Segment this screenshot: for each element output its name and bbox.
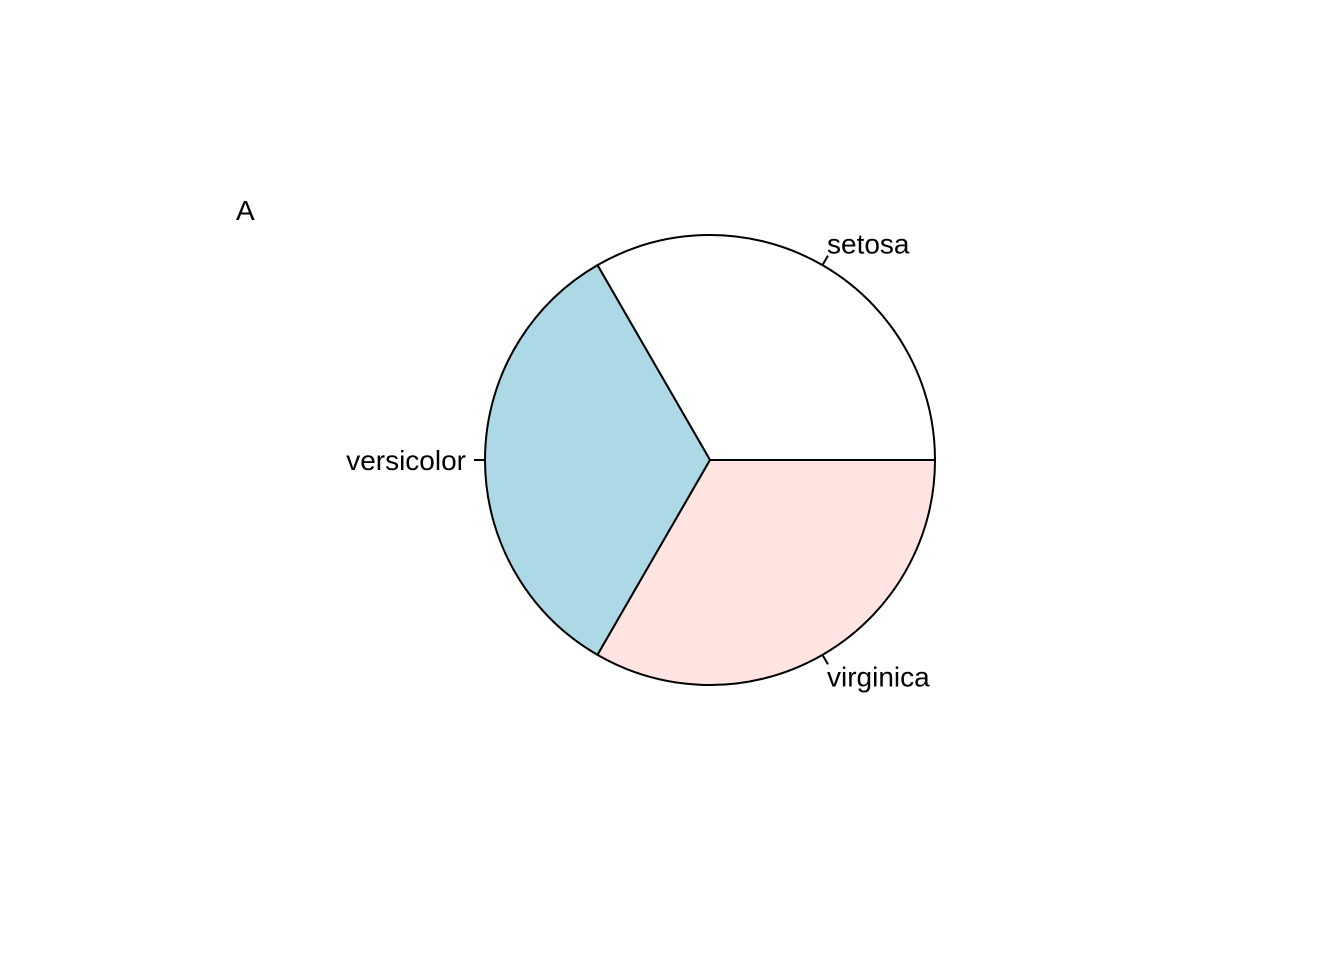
slice-labels: setosa versicolor virginica — [346, 228, 930, 692]
slice-label-setosa: setosa — [827, 228, 910, 259]
slice-label-versicolor: versicolor — [346, 445, 466, 476]
label-ticks — [474, 255, 829, 665]
slice-label-virginica: virginica — [827, 662, 930, 693]
pie-slices — [483, 234, 937, 686]
panel-label: A — [236, 195, 255, 226]
label-tick-setosa — [821, 255, 829, 266]
label-tick-virginica — [821, 654, 829, 665]
